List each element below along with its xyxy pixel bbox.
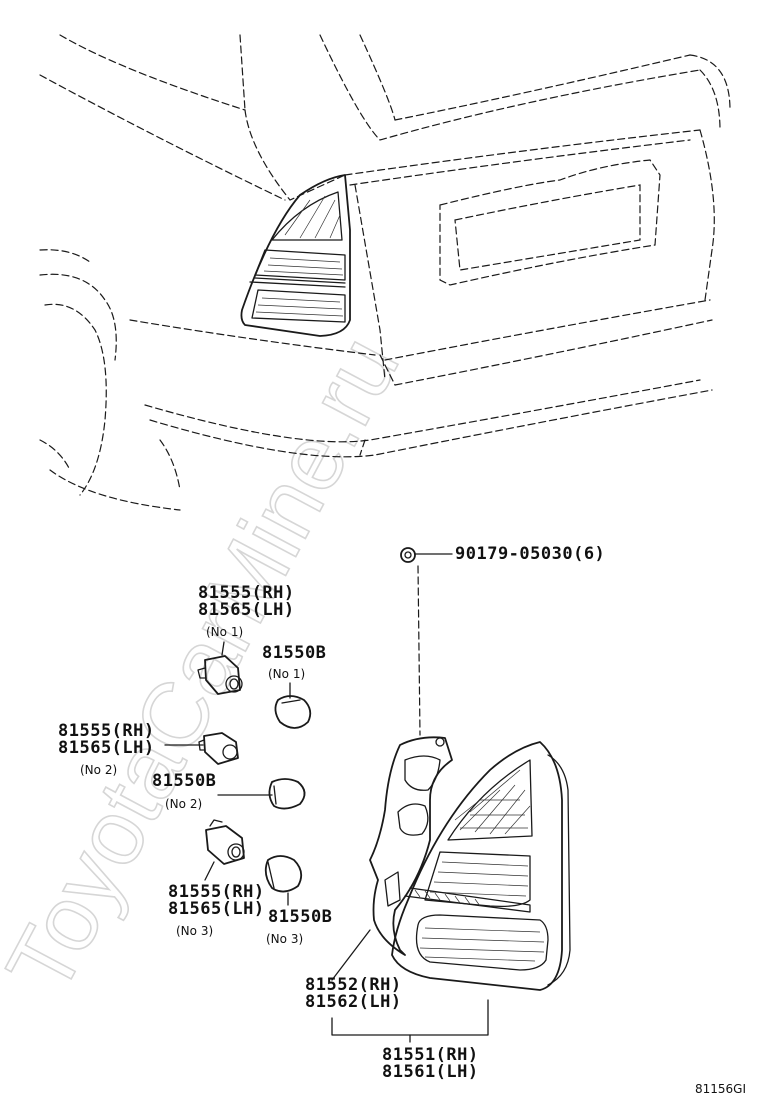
tail-lamp-assembly [369, 736, 571, 991]
diagram-code: 81156GI [695, 1082, 746, 1096]
bulb-no3-note: (No 3) [266, 932, 303, 946]
socket-no3-note: (No 3) [176, 924, 213, 938]
lamp-assy-lh: 81561(LH) [382, 1062, 479, 1082]
socket-no1-rh: 81555(RH) [198, 583, 295, 603]
bulb-no2-icon [217, 778, 306, 810]
nut-90179-05030 [400, 547, 453, 736]
nut-part-number: 90179-05030(6) [455, 544, 605, 564]
lamp-assy-rh: 81551(RH) [382, 1045, 479, 1065]
lens-body-rh: 81552(RH) [305, 975, 402, 995]
socket-no2-note: (No 2) [80, 763, 117, 777]
bulb-no2-note: (No 2) [165, 797, 202, 811]
socket-no3-rh: 81555(RH) [168, 882, 265, 902]
bulb-no1-icon [274, 682, 312, 729]
socket-no1-icon [197, 641, 243, 695]
socket-no2-icon [164, 732, 239, 765]
socket-no2-rh: 81555(RH) [58, 721, 155, 741]
bulb-no1-note: (No 1) [268, 667, 305, 681]
bulb-no2-number: 81550B [152, 771, 216, 791]
socket-no2-lh: 81565(LH) [58, 738, 155, 758]
socket-no1-lh: 81565(LH) [198, 600, 295, 620]
lens-body-lh: 81562(LH) [305, 992, 402, 1012]
car-rear-illustration [39, 34, 731, 511]
socket-no1-note: (No 1) [206, 625, 243, 639]
bulb-no3-icon [264, 855, 303, 906]
bulb-no1-number: 81550B [262, 643, 326, 663]
bulb-no3-number: 81550B [268, 907, 332, 927]
socket-no3-lh: 81565(LH) [168, 899, 265, 919]
socket-no3-icon [204, 819, 245, 881]
lens-body-leader [331, 929, 371, 981]
